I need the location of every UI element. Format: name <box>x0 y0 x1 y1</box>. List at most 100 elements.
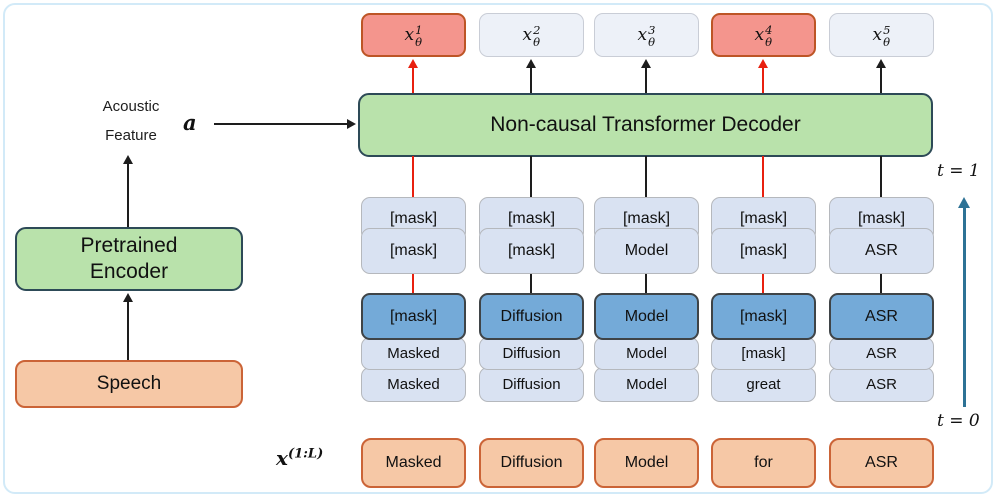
col5-main-card-label: ASR <box>865 307 898 325</box>
input-token-4-box: for <box>711 438 816 488</box>
col1-top-card-2: [mask] <box>361 228 466 274</box>
acoustic-feature-label-line1: Acoustic <box>102 98 160 115</box>
col4-below-card-1: [mask] <box>711 337 816 370</box>
col1-upper-connector-line <box>412 156 414 197</box>
output-x5-sub: θ <box>883 35 891 49</box>
col5-below-card-1: ASR <box>829 337 934 370</box>
decoder-to-output5-arrow-icon <box>880 67 882 93</box>
col1-top-card-2-label: [mask] <box>389 242 438 259</box>
timeline-t0-label: t = 0 <box>937 411 980 431</box>
input-token-4-label: for <box>754 454 773 471</box>
col3-top-card-1-label: [mask] <box>622 210 671 227</box>
col5-below-card-2-label: ASR <box>866 376 897 393</box>
col4-below-card-1-label: [mask] <box>741 345 786 362</box>
col4-main-card: [mask] <box>711 293 816 340</box>
decoder-to-output1-arrow-icon <box>412 67 414 93</box>
col4-top-card-2: [mask] <box>711 228 816 274</box>
a-to-decoder-arrow-icon <box>214 123 348 125</box>
output-x5-sup: 5 <box>883 22 891 37</box>
col4-main-card-label: [mask] <box>739 307 788 325</box>
decoder-box: Non-causal Transformer Decoder <box>358 93 933 157</box>
col2-top-card-2-label: [mask] <box>507 242 556 259</box>
col5-upper-connector-line <box>880 156 882 197</box>
col3-top-card-2: Model <box>594 228 699 274</box>
output-x2-sup: 2 <box>533 22 541 37</box>
col3-upper-connector-line <box>645 156 647 197</box>
col3-below-card-2-label: Model <box>626 376 667 393</box>
col1-below-card-2: Masked <box>361 367 466 402</box>
input-token-3-box: Model <box>594 438 699 488</box>
col4-top-card-2-label: [mask] <box>739 242 788 259</box>
col2-below-card-1-label: Diffusion <box>502 345 561 362</box>
output-x2-sub: θ <box>533 35 541 49</box>
col2-main-card-label: Diffusion <box>500 307 563 325</box>
output-x1-base: x <box>404 25 415 45</box>
col5-main-card: ASR <box>829 293 934 340</box>
col5-top-card-1-label: [mask] <box>857 210 906 227</box>
col3-below-card-1: Model <box>594 337 699 370</box>
speech-label: Speech <box>96 373 162 394</box>
col3-below-card-2: Model <box>594 367 699 402</box>
pretrained-encoder-box: Pretrained Encoder <box>15 227 243 291</box>
col3-below-card-1-label: Model <box>626 345 667 362</box>
output-x2-base: x <box>522 25 533 45</box>
col1-lower-connector-line <box>412 273 414 294</box>
col4-top-card-1-label: [mask] <box>739 210 788 227</box>
col5-lower-connector-line <box>880 273 882 294</box>
col2-top-card-1-label: [mask] <box>507 210 556 227</box>
col2-top-card-2: [mask] <box>479 228 584 274</box>
input-token-3-label: Model <box>624 454 669 471</box>
input-sequence-symbol-sup: (1:L) <box>287 446 324 462</box>
decoder-to-output4-arrow-icon <box>762 67 764 93</box>
input-token-1-label: Masked <box>385 454 442 471</box>
decoder-to-output2-arrow-icon <box>530 67 532 93</box>
col2-below-card-2: Diffusion <box>479 367 584 402</box>
col2-lower-connector-line <box>530 273 532 294</box>
output-x1-sup: 1 <box>415 22 423 37</box>
output-x1-sub: θ <box>415 35 423 49</box>
input-token-2-label: Diffusion <box>500 454 563 471</box>
input-sequence-symbol-base: x <box>276 446 288 470</box>
output-x3-base: x <box>637 25 648 45</box>
input-sequence-symbol: x(1:L) <box>276 446 323 470</box>
output-x4-base: x <box>754 25 765 45</box>
pretrained-encoder-label-line2: Encoder <box>89 260 169 283</box>
col5-top-card-2: ASR <box>829 228 934 274</box>
col1-top-card-1-label: [mask] <box>389 210 438 227</box>
timeline-arrow-icon <box>963 207 966 407</box>
speech-to-encoder-arrow-icon <box>127 301 129 360</box>
decoder-label: Non-causal Transformer Decoder <box>490 113 801 136</box>
col3-lower-connector-line <box>645 273 647 294</box>
speech-box: Speech <box>15 360 243 408</box>
col4-below-card-2: great <box>711 367 816 402</box>
col1-main-card: [mask] <box>361 293 466 340</box>
output-x5-base: x <box>872 25 883 45</box>
input-token-2-box: Diffusion <box>479 438 584 488</box>
decoder-to-output3-arrow-icon <box>645 67 647 93</box>
col4-upper-connector-line <box>762 156 764 197</box>
pretrained-encoder-label-line1: Pretrained <box>80 233 178 257</box>
col1-main-card-label: [mask] <box>389 307 438 325</box>
input-token-5-label: ASR <box>865 454 898 471</box>
col5-top-card-2-label: ASR <box>865 242 898 259</box>
timeline-t1-label: t = 1 <box>937 161 980 181</box>
acoustic-vector-symbol: a <box>183 110 197 135</box>
output-x4-sup: 4 <box>765 22 773 37</box>
col2-below-card-2-label: Diffusion <box>502 376 561 393</box>
encoder-to-feature-arrow-icon <box>127 163 129 228</box>
col1-below-card-1: Masked <box>361 337 466 370</box>
col2-below-card-1: Diffusion <box>479 337 584 370</box>
col3-top-card-2-label: Model <box>624 242 669 259</box>
output-x4-sub: θ <box>765 35 773 49</box>
col2-upper-connector-line <box>530 156 532 197</box>
col4-lower-connector-line <box>762 273 764 294</box>
col3-main-card-label: Model <box>624 307 669 325</box>
col4-below-card-2-label: great <box>746 376 781 393</box>
col1-below-card-2-label: Masked <box>387 376 440 393</box>
